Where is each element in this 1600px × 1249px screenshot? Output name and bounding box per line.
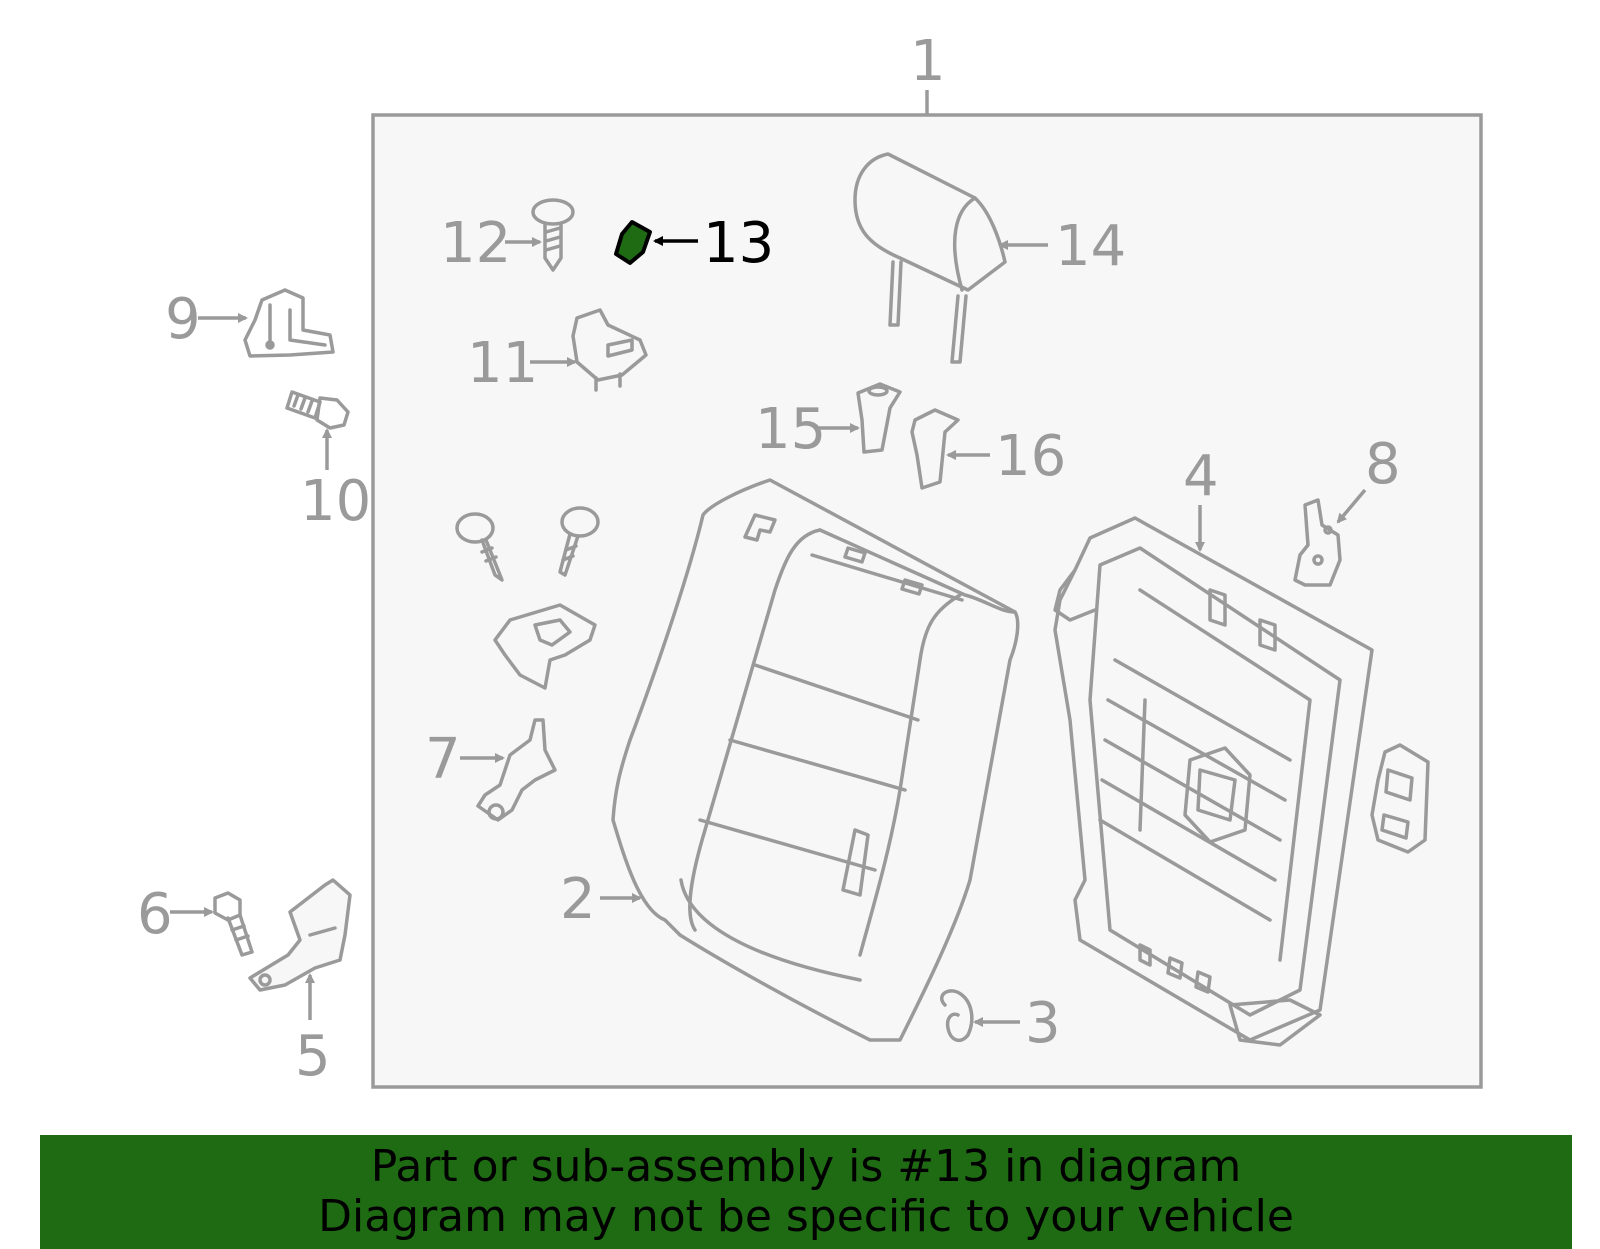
part-side-trim[interactable] <box>1370 743 1430 854</box>
part-7-lever[interactable] <box>476 718 557 822</box>
part-4-seat-back-frame[interactable] <box>1053 516 1374 1047</box>
part-12-screw[interactable] <box>531 198 575 272</box>
callout-11: 11 <box>467 331 538 396</box>
callout-2: 2 <box>560 867 596 932</box>
callout-4: 4 <box>1183 444 1219 509</box>
part-9-bracket[interactable] <box>243 288 335 358</box>
part-8-bracket[interactable] <box>1293 498 1342 587</box>
part-16-guide[interactable] <box>910 408 960 490</box>
part-3-clip[interactable] <box>940 989 974 1043</box>
callout-15: 15 <box>755 397 826 462</box>
callout-9: 9 <box>165 287 201 352</box>
part-2-seat-back-cover[interactable] <box>611 478 1020 1042</box>
callout-8: 8 <box>1365 432 1401 497</box>
callout-12: 12 <box>440 211 511 276</box>
callout-14: 14 <box>1055 214 1126 279</box>
callout-7: 7 <box>425 727 461 792</box>
notice-banner: Part or sub-assembly is #13 in diagram D… <box>40 1135 1572 1249</box>
part-recliner-cover[interactable] <box>493 603 597 690</box>
banner-line-1: Part or sub-assembly is #13 in diagram <box>370 1141 1242 1192</box>
part-5-hinge-bracket[interactable] <box>248 878 352 992</box>
part-screw-upper-left[interactable] <box>455 512 504 582</box>
part-11-latch-bracket[interactable] <box>571 308 648 392</box>
part-13-highlighted[interactable] <box>614 220 652 265</box>
callout-3: 3 <box>1025 991 1061 1056</box>
callout-10: 10 <box>300 469 371 534</box>
callout-6: 6 <box>137 882 173 947</box>
callout-1: 1 <box>910 29 946 94</box>
part-10-bolt[interactable] <box>285 390 350 430</box>
leader-8 <box>1336 488 1367 524</box>
part-14-headrest[interactable] <box>853 152 1007 364</box>
banner-line-2: Diagram may not be specific to your vehi… <box>318 1191 1294 1242</box>
callout-13: 13 <box>703 211 774 276</box>
part-6-bolt[interactable] <box>213 891 254 957</box>
callout-5: 5 <box>295 1024 331 1089</box>
part-15-guide[interactable] <box>856 382 902 454</box>
part-screw-upper-right[interactable] <box>558 506 600 577</box>
callout-16: 16 <box>995 424 1066 489</box>
